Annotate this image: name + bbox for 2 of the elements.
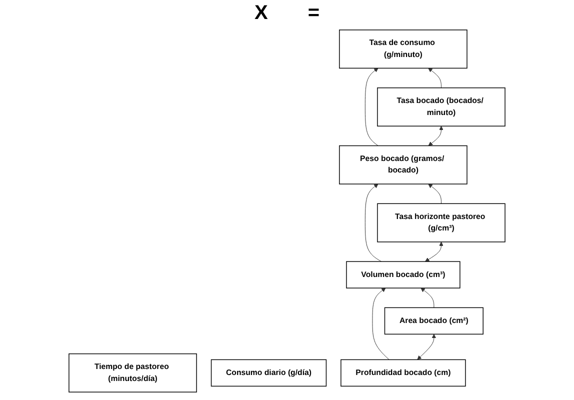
- operator-sign: X: [254, 2, 268, 24]
- operator-sign: =: [308, 2, 320, 24]
